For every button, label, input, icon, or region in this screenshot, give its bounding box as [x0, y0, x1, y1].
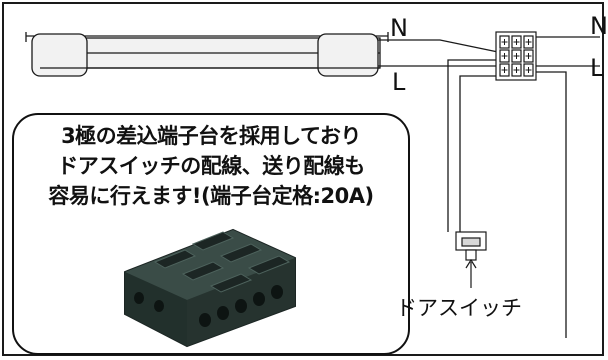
- label-neutral-right: N: [590, 12, 608, 40]
- wire-switch-1: [447, 59, 498, 232]
- fixture-left-socket: [31, 33, 88, 77]
- diagram-terminal-block: [495, 31, 537, 81]
- wire-hole: [199, 313, 211, 327]
- terminal-screws: [501, 39, 532, 73]
- wire-hole: [235, 299, 247, 313]
- wire-hole: [217, 306, 229, 320]
- door-switch-plunger: [465, 249, 477, 261]
- wire-hole: [271, 285, 283, 299]
- label-live-right: L: [590, 54, 604, 82]
- label-neutral-fixture: N: [390, 14, 408, 42]
- door-switch-window: [461, 237, 481, 247]
- wires: [378, 36, 600, 338]
- wire-live-send: [535, 71, 567, 338]
- lever-tab: [209, 273, 253, 293]
- lever-tab: [191, 231, 235, 251]
- wire-hole: [134, 292, 144, 304]
- callout-line-2: ドアスイッチの配線、送り配線も: [57, 154, 365, 178]
- lever-tab: [153, 249, 197, 269]
- block-wire-holes: [134, 285, 283, 327]
- terminal-block-photo: [124, 228, 296, 348]
- door-switch-arrow: [465, 258, 477, 288]
- block-lever-tabs: [153, 231, 291, 293]
- light-fixture: [25, 32, 389, 77]
- wire-switch-2: [459, 75, 498, 232]
- door-switch-label: ドアスイッチ: [396, 296, 522, 320]
- wire-hole: [253, 292, 265, 306]
- wire-neutral-fixture: [378, 39, 499, 53]
- door-switch-symbol: [455, 231, 487, 288]
- lever-tab: [219, 243, 263, 263]
- lever-tab: [247, 255, 291, 275]
- wire-hole: [154, 300, 164, 312]
- label-live-fixture: L: [392, 68, 406, 96]
- callout-line-1: 3極の差込端子台を採用しており: [61, 124, 361, 148]
- lever-tab: [181, 261, 225, 281]
- fixture-right-socket: [317, 33, 379, 77]
- callout-line-3: 容易に行えます!(端子台定格:20A): [48, 184, 374, 208]
